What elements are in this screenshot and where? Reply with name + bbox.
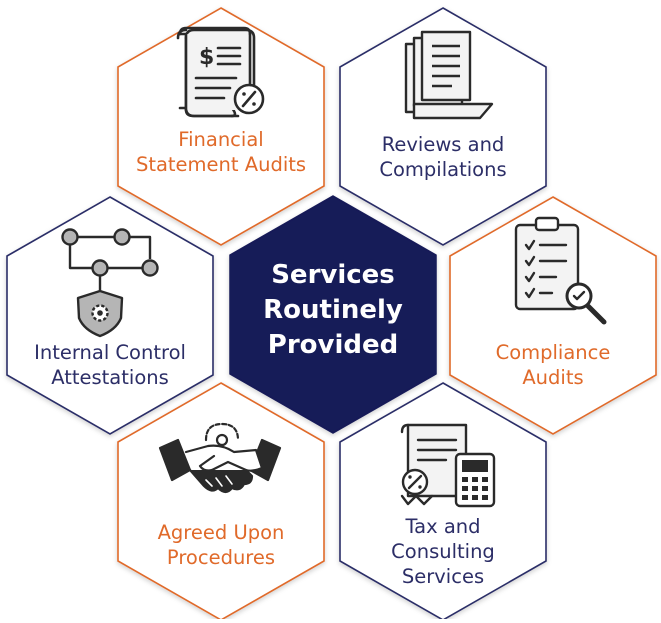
hexagon-compliance-audits bbox=[449, 196, 657, 435]
label-tax-and-consulting-services: Tax and Consulting Services bbox=[343, 514, 543, 589]
hexagon-reviews-and-compilations bbox=[339, 7, 547, 246]
label-line: Procedures bbox=[166, 546, 276, 569]
center-title-line: Routinely bbox=[263, 295, 403, 325]
label-line: Tax and bbox=[405, 515, 481, 538]
clipboard-checklist-magnifier-icon bbox=[514, 216, 607, 325]
label-compliance-audits: Compliance Audits bbox=[453, 340, 653, 390]
center-title-line: Provided bbox=[267, 330, 399, 360]
hexagon-agreed-upon-procedures bbox=[117, 382, 325, 621]
process-flow-shield-gear-icon bbox=[61, 228, 159, 338]
label-line: Attestations bbox=[51, 366, 169, 389]
label-line: Compliance bbox=[495, 341, 611, 364]
label-reviews-and-compilations: Reviews and Compilations bbox=[343, 132, 543, 182]
label-line: Audits bbox=[522, 366, 584, 389]
label-line: Statement Audits bbox=[135, 153, 307, 176]
label-line: Financial bbox=[178, 128, 264, 151]
hexagon-financial-statement-audits bbox=[117, 7, 325, 246]
invoice-dollar-percent-icon: $ bbox=[176, 26, 265, 118]
hexagon-center bbox=[229, 195, 437, 434]
label-line: Compilations bbox=[379, 158, 507, 181]
svg-text:$: $ bbox=[199, 45, 214, 70]
center-title: Services Routinely Provided bbox=[230, 258, 436, 363]
label-line: Reviews and bbox=[381, 133, 505, 156]
label-agreed-upon-procedures: Agreed Upon Procedures bbox=[121, 520, 321, 570]
label-financial-statement-audits: Financial Statement Audits bbox=[121, 127, 321, 177]
label-internal-control-attestations: Internal Control Attestations bbox=[10, 340, 210, 390]
label-line: Agreed Upon bbox=[157, 521, 285, 544]
label-line: Internal Control bbox=[34, 341, 186, 364]
center-title-line: Services bbox=[271, 260, 395, 290]
handshake-gear-icon bbox=[158, 422, 282, 494]
stacked-documents-icon bbox=[404, 30, 494, 120]
tax-document-calculator-icon bbox=[400, 423, 496, 508]
label-line: Consulting bbox=[391, 540, 495, 563]
label-line: Services bbox=[401, 565, 485, 588]
